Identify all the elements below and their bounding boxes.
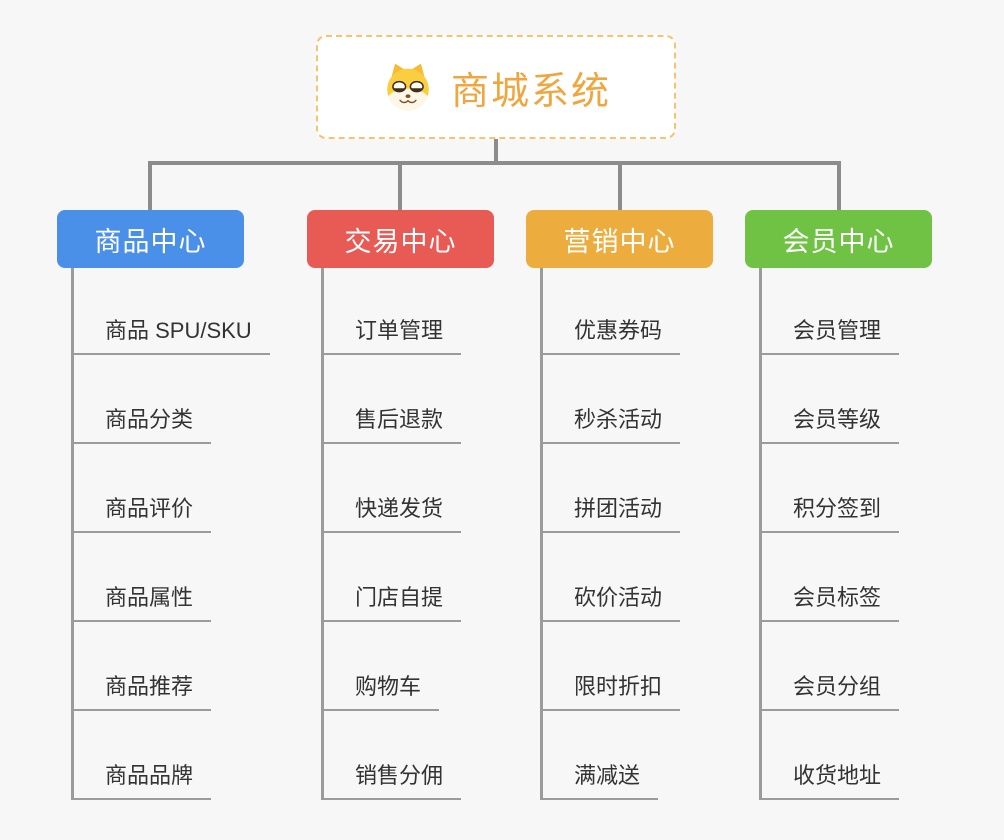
leaf-node[interactable]: 优惠券码 bbox=[540, 311, 681, 355]
branch-product-center: 商品中心 商品 SPU/SKU 商品分类 商品评价 商品属性 商品推荐 商品品牌 bbox=[57, 210, 270, 810]
leaf-node[interactable]: 会员分组 bbox=[759, 667, 900, 711]
leaf-node[interactable]: 收货地址 bbox=[759, 756, 900, 800]
leaf-node[interactable]: 售后退款 bbox=[321, 400, 462, 444]
leaf-node[interactable]: 拼团活动 bbox=[540, 489, 681, 533]
leaf-node[interactable]: 会员管理 bbox=[759, 311, 900, 355]
leaf-node[interactable]: 商品推荐 bbox=[71, 667, 212, 711]
leaf-node[interactable]: 购物车 bbox=[321, 667, 440, 711]
root-node-mall-system[interactable]: 商城系统 bbox=[316, 35, 676, 139]
leaf-node[interactable]: 会员标签 bbox=[759, 578, 900, 622]
leaf-node[interactable]: 满减送 bbox=[540, 756, 659, 800]
connector-branch-bar bbox=[148, 161, 841, 165]
leaf-node[interactable]: 商品属性 bbox=[71, 578, 212, 622]
branch-node-trade-center[interactable]: 交易中心 bbox=[307, 210, 494, 268]
branch-marketing-center: 营销中心 优惠券码 秒杀活动 拼团活动 砍价活动 限时折扣 满减送 bbox=[526, 210, 713, 810]
branch-node-marketing-center[interactable]: 营销中心 bbox=[526, 210, 713, 268]
branch-member-center: 会员中心 会员管理 会员等级 积分签到 会员标签 会员分组 收货地址 bbox=[745, 210, 932, 810]
branch-trunk-line bbox=[759, 268, 762, 800]
connector-drop-trade bbox=[398, 161, 402, 210]
leaf-node[interactable]: 商品品牌 bbox=[71, 756, 212, 800]
branch-trunk-line bbox=[71, 268, 74, 800]
branch-trunk-line bbox=[540, 268, 543, 800]
leaf-node[interactable]: 限时折扣 bbox=[540, 667, 681, 711]
leaf-node[interactable]: 积分签到 bbox=[759, 489, 900, 533]
leaf-node[interactable]: 商品 SPU/SKU bbox=[71, 311, 270, 355]
connector-drop-member bbox=[837, 161, 841, 210]
leaf-node[interactable]: 商品分类 bbox=[71, 400, 212, 444]
branch-trade-center: 交易中心 订单管理 售后退款 快递发货 门店自提 购物车 销售分佣 bbox=[307, 210, 494, 810]
root-title: 商城系统 bbox=[450, 70, 611, 113]
branch-node-member-center[interactable]: 会员中心 bbox=[745, 210, 932, 268]
leaf-node[interactable]: 订单管理 bbox=[321, 311, 462, 355]
connector-root-stem bbox=[494, 139, 498, 163]
connector-drop-product bbox=[148, 161, 152, 210]
leaf-node[interactable]: 销售分佣 bbox=[321, 756, 462, 800]
leaf-node[interactable]: 秒杀活动 bbox=[540, 400, 681, 444]
branch-node-product-center[interactable]: 商品中心 bbox=[57, 210, 244, 268]
leaf-node[interactable]: 门店自提 bbox=[321, 578, 462, 622]
leaf-node[interactable]: 砍价活动 bbox=[540, 578, 681, 622]
dog-face-icon bbox=[387, 63, 429, 111]
leaf-node[interactable]: 会员等级 bbox=[759, 400, 900, 444]
branch-trunk-line bbox=[321, 268, 324, 800]
leaf-node[interactable]: 商品评价 bbox=[71, 489, 212, 533]
leaf-node[interactable]: 快递发货 bbox=[321, 489, 462, 533]
connector-drop-marketing bbox=[618, 161, 622, 210]
